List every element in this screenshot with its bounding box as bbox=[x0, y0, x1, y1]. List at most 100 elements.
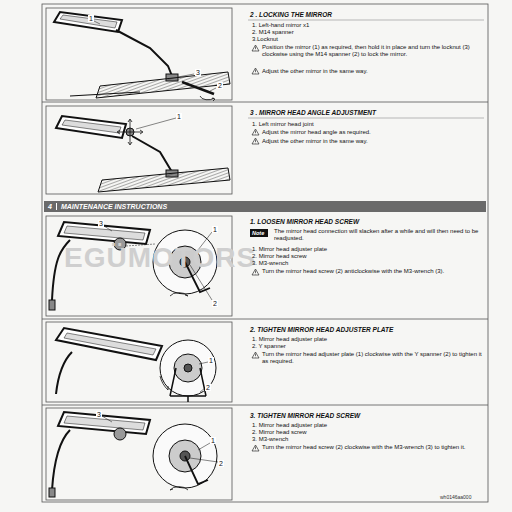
mirror-handlebar-figure bbox=[132, 136, 172, 172]
mirror-detail-figure bbox=[56, 328, 216, 402]
part-list-item: 1. Mirror head adjuster plate bbox=[252, 422, 327, 429]
warning-symbol bbox=[255, 47, 256, 51]
instruction-text: Position the mirror (1) as required, the… bbox=[262, 44, 484, 58]
leader-line bbox=[198, 443, 210, 450]
section-heading: 3 . MIRROR HEAD ANGLE ADJUSTMENT bbox=[250, 109, 376, 117]
part-list-item: 3. M3-wrench bbox=[252, 260, 288, 267]
note-tag: Note bbox=[250, 229, 268, 237]
mirror-handlebar-figure bbox=[60, 15, 117, 28]
section-number: 4 bbox=[44, 203, 57, 211]
leader-line bbox=[199, 362, 208, 364]
part-list-item: 1. Mirror head adjuster plate bbox=[252, 246, 327, 253]
mirror-handlebar-figure bbox=[54, 12, 122, 32]
warning-symbol bbox=[252, 138, 259, 144]
section-heading: 1. LOOSEN MIRROR HEAD SCREW bbox=[250, 218, 359, 226]
mirror-detail-figure bbox=[170, 293, 188, 296]
page-frame bbox=[46, 106, 232, 194]
mirror-detail-figure bbox=[64, 416, 145, 430]
mirror-handlebar-figure bbox=[212, 98, 215, 101]
mirror-detail-figure bbox=[170, 487, 188, 490]
mirror-detail-figure bbox=[52, 430, 70, 490]
section-heading: 2 . LOCKING THE MIRROR bbox=[250, 11, 332, 19]
mirror-detail-figure bbox=[49, 412, 217, 497]
warning-symbol bbox=[252, 68, 259, 74]
page-frame bbox=[46, 408, 232, 500]
callout-number: 2 bbox=[212, 300, 218, 307]
callout-number: 1 bbox=[210, 437, 216, 444]
warning-symbol bbox=[255, 354, 256, 358]
callout-number: 2 bbox=[217, 82, 223, 89]
mirror-handlebar-figure bbox=[96, 72, 230, 98]
mirror-handlebar-figure bbox=[54, 12, 230, 101]
part-list-item: 3. M3-wrench bbox=[252, 436, 288, 443]
mirror-detail-figure bbox=[49, 300, 55, 310]
page-frame bbox=[46, 8, 232, 100]
section-heading: 2. TIGHTEN MIRROR HEAD ADJUSTER PLATE bbox=[250, 326, 393, 334]
callout-number: 1 bbox=[212, 226, 218, 233]
note-text: The mirror head connection will slacken … bbox=[274, 228, 484, 242]
instruction-text: Turn the mirror head screw (2) clockwise… bbox=[262, 444, 484, 451]
instruction-text: Turn the mirror head adjuster plate (1) … bbox=[262, 351, 484, 365]
document-code: wh0146aa000 bbox=[440, 494, 471, 500]
page-frame bbox=[42, 405, 488, 406]
part-list-item: 2. Mirror head screw bbox=[252, 253, 307, 260]
part-list-item: 3.Locknut bbox=[252, 36, 278, 43]
section-title: MAINTENANCE INSTRUCTIONS bbox=[57, 203, 171, 211]
part-list-item: 2. Mirror head screw bbox=[252, 429, 307, 436]
warning-symbol bbox=[255, 140, 256, 144]
instruction-text: Adjust the other mirror in the same way. bbox=[262, 68, 484, 75]
warning-symbol bbox=[255, 131, 256, 135]
mirror-handlebar-figure bbox=[62, 120, 121, 133]
warning-symbol bbox=[255, 447, 256, 451]
mirror-handlebar-figure bbox=[70, 92, 140, 96]
leader-line bbox=[94, 21, 216, 91]
instruction-text: Adjust the mirror head angle as required… bbox=[262, 129, 484, 136]
instruction-text: Adjust the other mirror in the same way. bbox=[262, 138, 484, 145]
page-frame bbox=[46, 322, 232, 402]
part-list-item: 2. Y spanner bbox=[252, 343, 286, 350]
page-frame bbox=[42, 319, 488, 320]
leader-line bbox=[136, 118, 176, 129]
page-frame bbox=[42, 4, 488, 502]
section-band: 4MAINTENANCE INSTRUCTIONS bbox=[44, 201, 486, 212]
mirror-handlebar-figure bbox=[98, 168, 230, 192]
callout-number: 3 bbox=[195, 69, 201, 76]
part-list-item: 1. Mirror head adjuster plate bbox=[252, 336, 327, 343]
instruction-text: Turn the mirror head screw (2) anticlock… bbox=[262, 268, 484, 275]
mirror-detail-figure bbox=[49, 488, 55, 497]
leader-line bbox=[102, 416, 218, 462]
callout-number: 3 bbox=[98, 220, 104, 227]
warning-symbol bbox=[252, 445, 259, 451]
leader-line bbox=[104, 226, 112, 231]
mirror-detail-figure bbox=[153, 424, 217, 488]
mirror-detail-figure bbox=[58, 412, 150, 434]
page-frame bbox=[248, 118, 484, 119]
mirror-detail-figure bbox=[64, 333, 156, 355]
part-list-item: 1. Left mirror head joint bbox=[252, 121, 314, 128]
warning-symbol bbox=[252, 352, 259, 358]
mirror-handlebar-figure bbox=[116, 30, 172, 76]
mirror-detail-figure bbox=[56, 328, 162, 360]
page-frame bbox=[42, 102, 488, 103]
callout-number: 2 bbox=[205, 384, 211, 391]
mirror-detail-figure bbox=[64, 226, 145, 240]
mirror-detail-figure bbox=[56, 352, 72, 394]
leader-line bbox=[178, 74, 194, 77]
mirror-handlebar-figure bbox=[200, 96, 214, 100]
leader-line bbox=[94, 21, 100, 24]
mirror-detail-figure bbox=[160, 340, 216, 396]
leader-line bbox=[190, 458, 218, 462]
leader-line bbox=[102, 416, 112, 422]
mirror-handlebar-figure bbox=[56, 116, 230, 192]
part-list-item: 2. M14 spanner bbox=[252, 29, 294, 36]
mirror-detail-figure bbox=[174, 354, 202, 382]
page-frame bbox=[248, 20, 484, 21]
mirror-detail-figure bbox=[184, 364, 192, 372]
callout-number: 2 bbox=[218, 460, 224, 467]
mirror-handlebar-figure bbox=[56, 116, 126, 138]
callout-number: 3 bbox=[96, 411, 102, 418]
watermark: EGÜMOTORS bbox=[64, 244, 256, 272]
leader-line bbox=[210, 88, 216, 91]
callout-number: 1 bbox=[176, 113, 182, 120]
warning-symbol bbox=[252, 45, 259, 51]
